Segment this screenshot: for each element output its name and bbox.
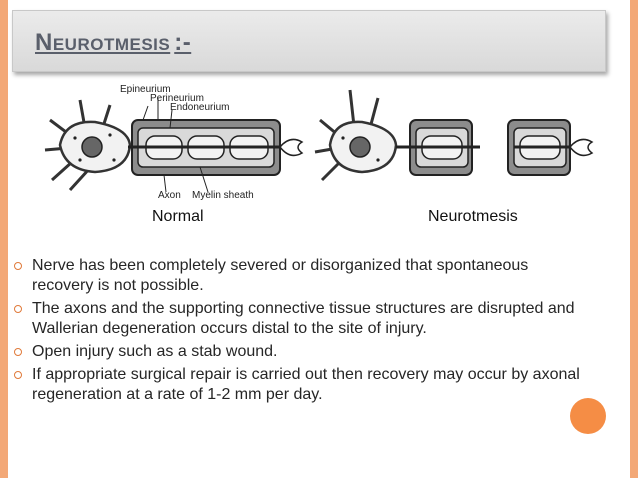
bullet-icon — [14, 262, 22, 270]
proximal-nerve-stump — [396, 119, 480, 176]
bullet-text: The axons and the supporting connective … — [32, 300, 575, 337]
bullet-text: If appropriate surgical repair is carrie… — [32, 366, 580, 403]
distal-nerve-stump — [507, 119, 594, 176]
perineurium-label: Perineurium — [150, 93, 204, 104]
slide-title: Neurotmesis:- — [35, 29, 191, 57]
myelin-sheath-label: Myelin sheath — [192, 190, 254, 201]
right-accent-stripe — [630, 0, 638, 478]
bullet-icon — [14, 348, 22, 356]
bullet-text: Open injury such as a stab wound. — [32, 343, 278, 360]
normal-neuron-icon — [44, 99, 132, 192]
bullet-icon — [14, 371, 22, 379]
bullet-item: If appropriate surgical repair is carrie… — [14, 365, 584, 405]
epineurium-label: Epineurium — [120, 84, 171, 95]
axon-label: Axon — [158, 190, 181, 201]
bullet-item: Nerve has been completely severed or dis… — [14, 256, 584, 296]
endoneurium-label: Endoneurium — [170, 102, 229, 113]
nerve-diagram: Epineurium Perineurium Endoneurium Axon … — [44, 84, 594, 225]
neurotmesis-caption: Neurotmesis — [428, 208, 518, 225]
title-text: Neurotmesis — [35, 29, 171, 56]
left-accent-stripe — [0, 0, 8, 478]
bullet-item: Open injury such as a stab wound. — [14, 342, 584, 362]
normal-nerve-fascicle — [128, 98, 304, 193]
bullet-text: Nerve has been completely severed or dis… — [32, 257, 529, 294]
bullet-item: The axons and the supporting connective … — [14, 299, 584, 339]
normal-caption: Normal — [152, 208, 204, 225]
title-banner: Neurotmesis:- — [12, 10, 606, 72]
injured-neuron-icon — [314, 89, 398, 182]
decorative-dot-icon — [570, 398, 606, 434]
bullet-icon — [14, 305, 22, 313]
bullet-list: Nerve has been completely severed or dis… — [14, 256, 584, 408]
title-suffix: :- — [174, 29, 192, 56]
